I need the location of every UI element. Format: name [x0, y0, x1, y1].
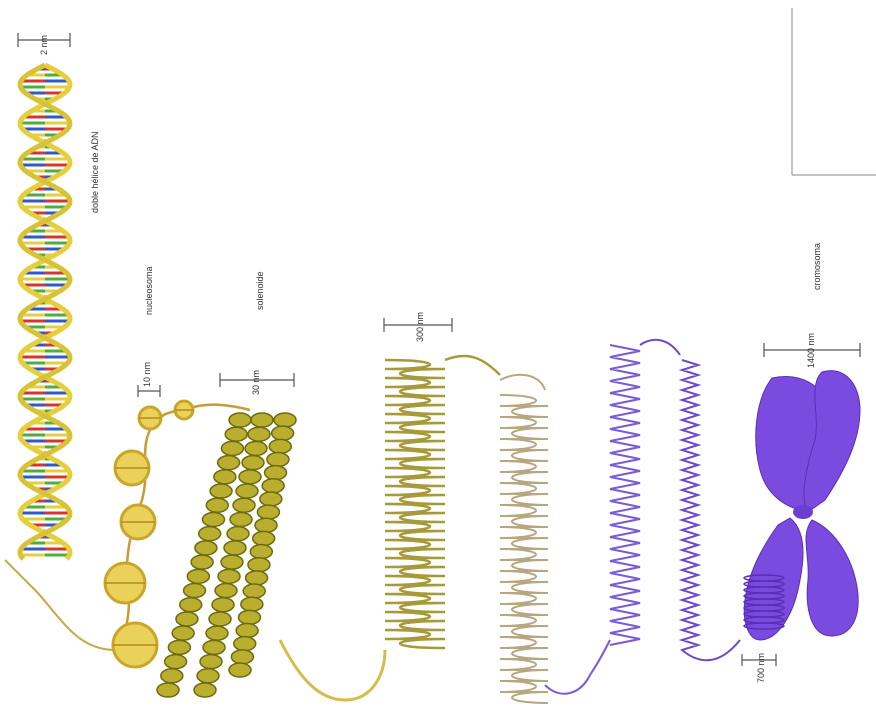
- loops-scale-label: 300 nm: [415, 312, 425, 342]
- solenoid-coil: [218, 456, 240, 470]
- solenoid-coil: [221, 441, 243, 455]
- solenoid-coil: [172, 626, 194, 640]
- solenoid-coil: [230, 512, 252, 526]
- solenoid-coil: [251, 413, 273, 427]
- solenoid-coil: [187, 569, 209, 583]
- solenoid-coil: [161, 669, 183, 683]
- connecting-fiber: [280, 640, 385, 700]
- solenoid-coil: [250, 545, 272, 559]
- solenoid-coil: [253, 531, 275, 545]
- chromosome-scale-bar: 1400 nm: [764, 333, 860, 368]
- zigzag-fiber-1: [545, 345, 640, 694]
- solenoid-scale-label: 30 nm: [251, 370, 261, 395]
- dna-scale-bar: 2 nm: [18, 33, 70, 55]
- loops-scale-bar: 300 nm: [384, 312, 452, 342]
- nucleosome-scale-label: 10 nm: [142, 362, 152, 387]
- solenoid-coil: [234, 637, 256, 651]
- solenoid-coil: [243, 584, 265, 598]
- solenoid-coil: [206, 498, 228, 512]
- solenoid-coil: [212, 598, 234, 612]
- chromatid-scale-label: 700 nm: [756, 653, 766, 683]
- solenoid-coil: [184, 584, 206, 598]
- solenoid-coil: [233, 498, 255, 512]
- solenoid-coil: [265, 466, 287, 480]
- chromosome: [744, 371, 860, 640]
- solenoid-fiber: [157, 413, 296, 697]
- solenoid-coil: [194, 683, 216, 697]
- solenoid-coil: [272, 426, 294, 440]
- solenoid-scale-bar: 30 nm: [220, 370, 294, 395]
- loop-fiber-1: [385, 356, 500, 648]
- solenoid-coil: [224, 541, 246, 555]
- solenoid-coil: [239, 470, 261, 484]
- dna-tail-coil: [5, 560, 115, 650]
- corner-frame: [792, 8, 876, 175]
- solenoid-coil: [248, 427, 270, 441]
- solenoid-coil: [215, 584, 237, 598]
- chromosome-arm-bottom-left: [744, 518, 803, 640]
- solenoid-coil: [248, 558, 270, 572]
- solenoid-coil: [218, 569, 240, 583]
- solenoid-coil: [195, 541, 217, 555]
- solenoid-coil: [165, 655, 187, 669]
- solenoid-coil: [210, 484, 232, 498]
- solenoid-coil: [176, 612, 198, 626]
- centromere: [793, 505, 813, 519]
- solenoid-coil: [229, 663, 251, 677]
- solenoid-coils: [157, 413, 296, 697]
- solenoid-coil: [241, 597, 263, 611]
- solenoid-coil: [197, 669, 219, 683]
- solenoid-coil: [267, 452, 289, 466]
- chromosome-arm-bottom-right: [806, 520, 858, 636]
- solenoid-coil: [262, 479, 284, 493]
- solenoid-coil: [225, 427, 247, 441]
- nucleosome-scale-bar: 10 nm: [138, 362, 160, 397]
- solenoid-coil: [180, 598, 202, 612]
- solenoid-coil: [236, 484, 258, 498]
- solenoid-coil: [229, 413, 251, 427]
- solenoid-coil: [255, 518, 277, 532]
- dna-scale-label: 2 nm: [39, 35, 49, 55]
- zigzag-fiber-2: [640, 340, 740, 660]
- solenoid-coil: [260, 492, 282, 506]
- solenoid-coil: [236, 624, 258, 638]
- solenoid-coil: [157, 683, 179, 697]
- solenoid-coil: [214, 470, 236, 484]
- solenoid-coil: [257, 505, 279, 519]
- solenoid-coil: [168, 640, 190, 654]
- loop-fiber-2: [500, 375, 548, 703]
- solenoid-coil: [206, 626, 228, 640]
- solenoid-coil: [242, 456, 264, 470]
- solenoid-coil: [221, 555, 243, 569]
- solenoid-coil: [238, 610, 260, 624]
- solenoid-coil: [191, 555, 213, 569]
- solenoid-coil: [200, 655, 222, 669]
- dna-label: doble hélice de ADN: [90, 131, 100, 213]
- solenoid-coil: [274, 413, 296, 427]
- nucleosome-label: nucleosoma: [144, 266, 154, 315]
- chromatid-scale-bar: 700 nm: [742, 653, 776, 683]
- solenoid-coil: [202, 512, 224, 526]
- solenoid-coil: [245, 441, 267, 455]
- solenoid-coil: [227, 527, 249, 541]
- solenoid-coil: [246, 571, 268, 585]
- solenoid-coil: [199, 527, 221, 541]
- solenoid-label: solenoide: [255, 271, 265, 310]
- solenoid-coil: [209, 612, 231, 626]
- looped-domains: [385, 356, 548, 703]
- solenoid-coil: [269, 439, 291, 453]
- solenoid-coil: [203, 640, 225, 654]
- chromosome-scale-label: 1400 nm: [806, 333, 816, 368]
- solenoid-coil: [231, 650, 253, 664]
- condensed-chromatid-fiber: [545, 340, 740, 694]
- chromosome-label: cromosoma: [812, 243, 822, 290]
